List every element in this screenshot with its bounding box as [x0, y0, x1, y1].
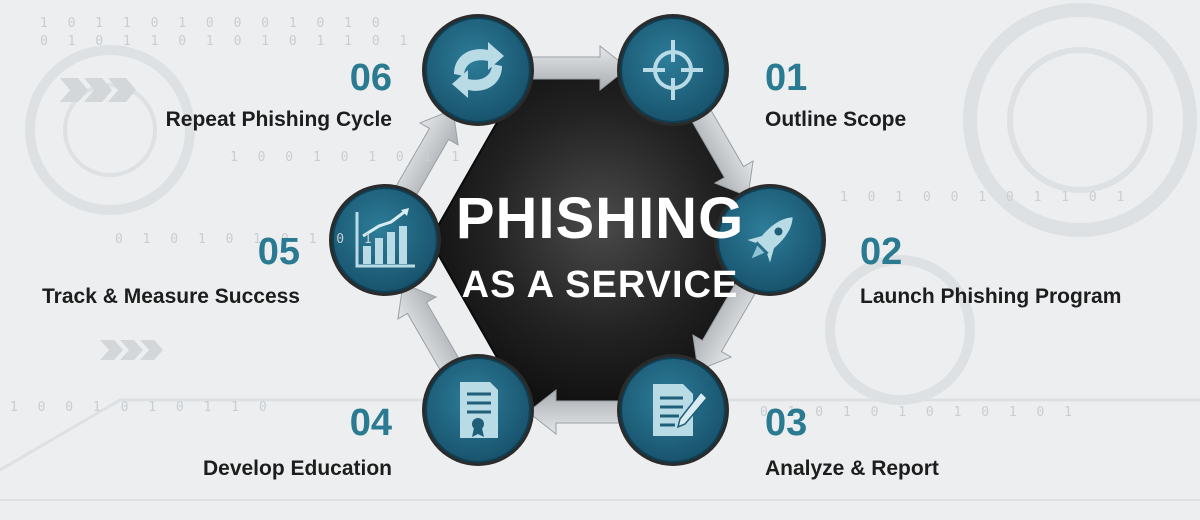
step-03-node: [617, 354, 729, 466]
bg-ring: [825, 255, 975, 405]
step-04-label: Develop Education: [202, 457, 392, 480]
bg-ring: [25, 45, 195, 215]
step-01-number: 01: [765, 57, 808, 99]
step-01-label: Outline Scope: [765, 108, 907, 131]
step-04-node: [422, 354, 534, 466]
bg-circuit-line: [0, 398, 1200, 472]
step-04-number: 04: [349, 402, 392, 444]
cycle-arrows: [392, 44, 759, 436]
arrow-01-to-02: [687, 103, 754, 198]
background-decoration: [0, 3, 1200, 501]
step-02-number: 02: [860, 231, 903, 273]
step-02-node: [714, 184, 826, 296]
bg-binary: 0 1 0 1 0 1 0 1 0 1 0 1: [760, 405, 1079, 420]
document-pen-icon: [653, 384, 709, 436]
step-06-label: Repeat Phishing Cycle: [165, 108, 392, 131]
step-06-number: 06: [349, 57, 392, 99]
bg-chevron: [84, 78, 112, 102]
bg-binary: 1 0 0 1 0 1 0 1 1: [230, 150, 466, 165]
background-chevrons: [60, 78, 163, 360]
step-02-label: Launch Phishing Program: [860, 285, 1122, 308]
arrow-06-to-01: [527, 44, 629, 92]
bg-chevron: [60, 78, 88, 102]
arrow-03-to-04: [527, 388, 629, 436]
bar-chart-icon: [355, 208, 415, 268]
bg-binary: 1 0 1 0 0 1 0 1 1 0 1: [840, 190, 1131, 205]
bg-binary: 1 0 0 1 0 1 0 1 1 0: [10, 400, 273, 415]
step-01-node: [617, 14, 729, 126]
step-03-number: 03: [765, 402, 808, 444]
step-05-node: [329, 184, 441, 296]
step-05-number: 05: [257, 231, 300, 273]
bg-binary: 1 0 1 1 0 1 0 0 0 1 0 1 0: [40, 16, 386, 31]
step-03-label: Analyze & Report: [765, 457, 939, 480]
bg-ring: [63, 83, 157, 177]
refresh-icon: [452, 42, 504, 98]
bg-ring: [1007, 47, 1153, 193]
bg-chevron: [108, 78, 136, 102]
rocket-icon: [747, 217, 793, 263]
certificate-icon: [460, 382, 498, 438]
bg-chevron: [140, 340, 163, 360]
step-06-node: [422, 14, 534, 126]
bg-chevron: [100, 340, 123, 360]
arrow-05-to-06: [392, 108, 459, 203]
step-05-label: Track & Measure Success: [42, 285, 300, 308]
arrow-02-to-03: [692, 277, 759, 372]
arrow-04-to-05: [397, 282, 464, 377]
bg-binary: 0 1 0 1 0 1 0 1 0 1: [115, 232, 378, 247]
crosshair-icon: [643, 40, 703, 100]
bg-ring: [963, 3, 1197, 237]
hub-title-line1: PHISHING: [455, 186, 745, 251]
bg-chevron: [120, 340, 143, 360]
bg-binary: 0 1 0 1 1 0 1 0 1 0 1 1 0 1: [40, 34, 414, 49]
hub-title-line2: AS A SERVICE: [461, 264, 739, 306]
